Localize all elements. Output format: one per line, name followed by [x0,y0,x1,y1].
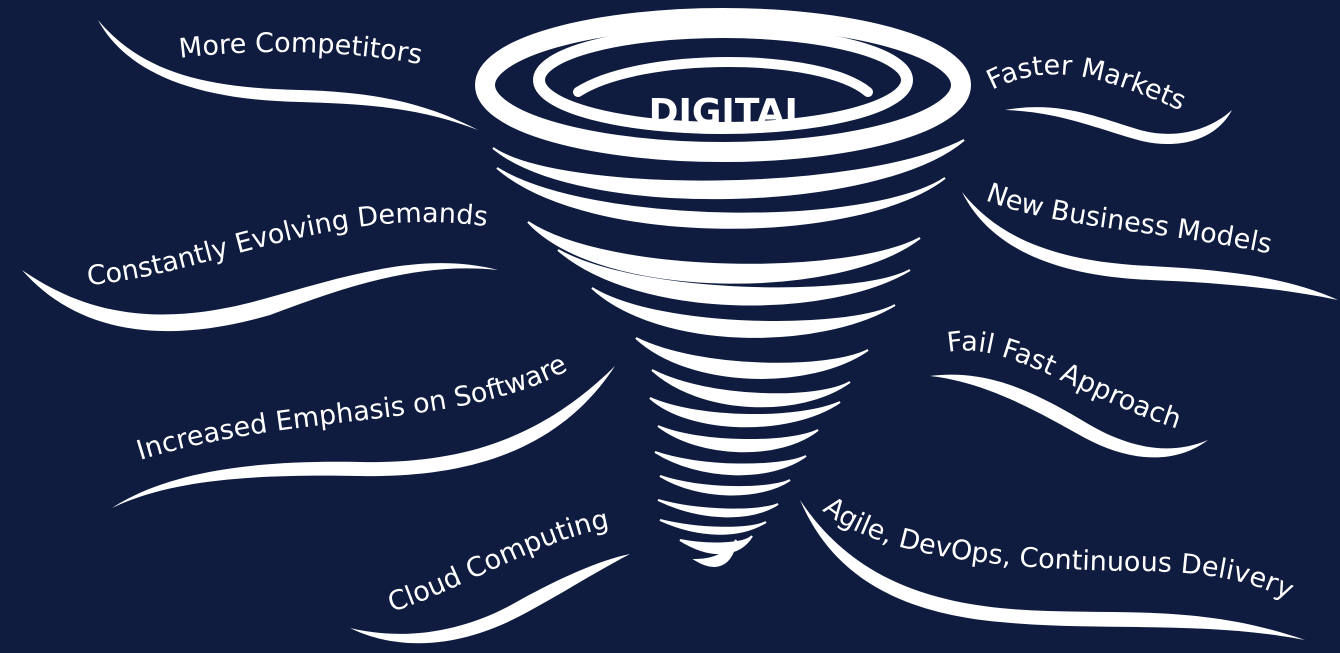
force-new-business-models: New Business Models [962,178,1338,300]
force-label: More Competitors [177,28,424,71]
force-label: Cloud Computing [384,504,611,619]
force-more-competitors: More Competitors [98,20,478,130]
swoosh-shape [800,500,1305,640]
force-label: Constantly Evolving Demands [85,198,489,292]
swoosh-shape [350,554,630,644]
force-label: Faster Markets [982,50,1190,117]
swoosh-shape [112,366,615,508]
tornado-icon [475,8,971,567]
force-cloud-computing: Cloud Computing [350,504,630,644]
force-increased-emphasis-on-software: Increased Emphasis on Software [112,349,615,508]
force-constantly-evolving-demands: Constantly Evolving Demands [22,198,498,332]
force-agile-devops-continuous-delivery: Agile, DevOps, Continuous Delivery [800,491,1305,640]
swoosh-shape [962,192,1338,300]
center-label: DIGITAL [649,92,808,133]
swoosh-shape [98,20,478,130]
swoosh-shape [930,374,1208,458]
force-fail-fast-approach: Fail Fast Approach [930,326,1208,458]
force-faster-markets: Faster Markets [982,50,1232,145]
swoosh-shape [1005,107,1232,145]
swoosh-shape [22,263,498,332]
